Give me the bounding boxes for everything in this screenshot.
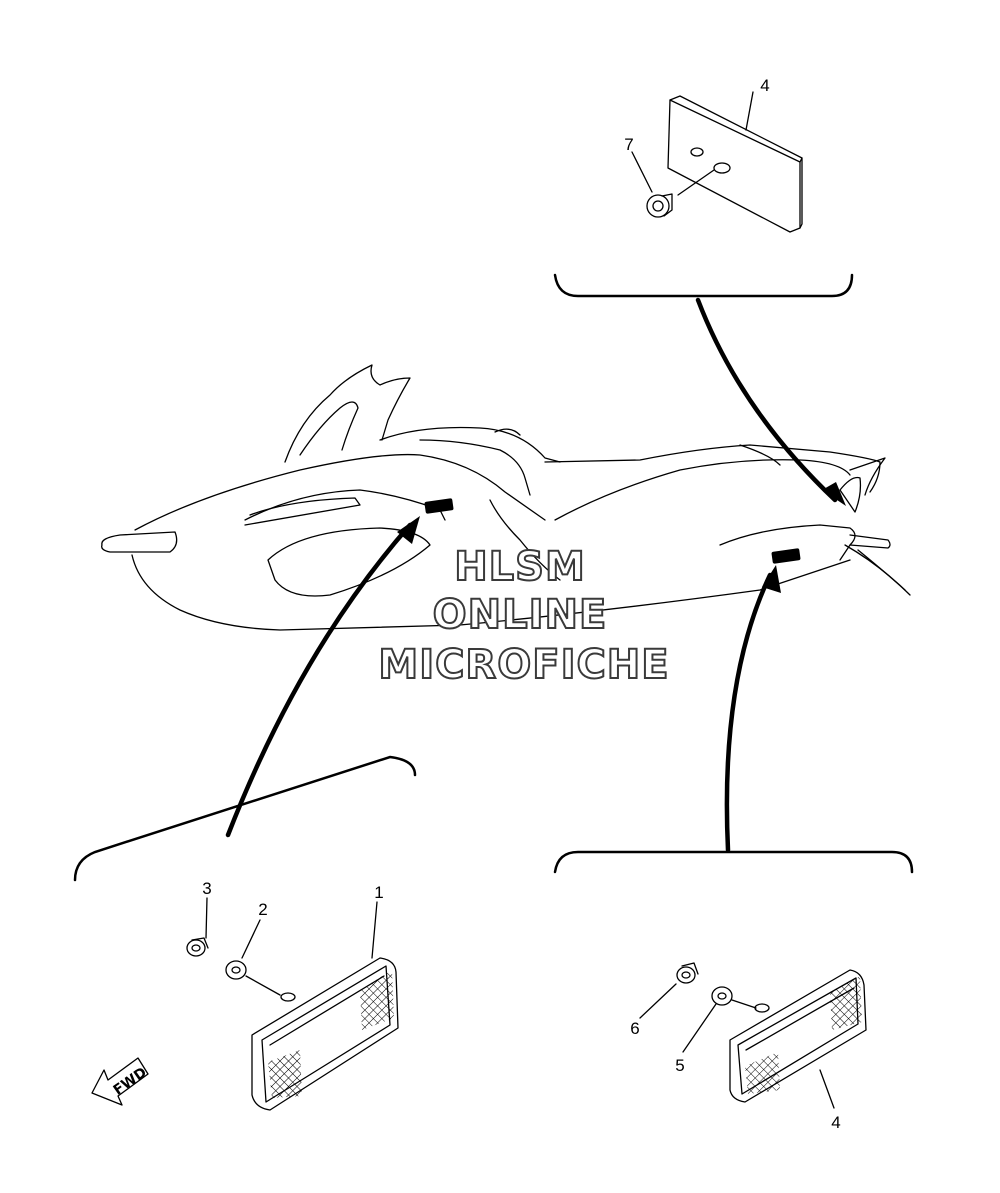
- rear-pointer-arrowhead: [822, 482, 846, 506]
- watermark: HLSM ONLINE MICROFICHE: [377, 543, 669, 689]
- left-pointer-line: [225, 522, 413, 838]
- nut-3: [186, 937, 209, 957]
- callout-7: 7: [624, 135, 633, 154]
- reflector-1: [251, 957, 399, 1111]
- callout-4-top: 4: [760, 76, 769, 95]
- fwd-label: FWD: [111, 1064, 150, 1098]
- stud-line-left: [245, 975, 281, 996]
- leader-1: [371, 901, 378, 959]
- rear-pointer-line: [695, 297, 838, 503]
- reflector-4-bottom: [729, 969, 867, 1103]
- callout-6: 6: [630, 1019, 639, 1038]
- left-detail-bracket: [73, 755, 417, 882]
- rear-detail-bracket: [553, 273, 854, 298]
- callout-3: 3: [202, 879, 211, 898]
- leader-2: [241, 919, 261, 959]
- callout-1: 1: [374, 883, 383, 902]
- washer-5: [711, 986, 733, 1006]
- snowmobile-outline: [101, 364, 911, 631]
- right-pointer-line: [724, 572, 773, 853]
- stud-line-right: [731, 999, 757, 1009]
- watermark-line-1: HLSM: [454, 544, 586, 590]
- watermark-line-2: ONLINE: [433, 592, 608, 638]
- side-reflector-mark-right: [771, 548, 801, 564]
- right-detail-bracket: [553, 850, 914, 874]
- left-pointer-arrowhead: [397, 516, 420, 544]
- callout-4-bottom: 4: [831, 1113, 840, 1132]
- leader-6: [639, 983, 677, 1019]
- side-reflector-mark-left: [424, 498, 454, 514]
- washer-2: [225, 960, 247, 980]
- nut-6: [676, 962, 699, 984]
- leader-4-top: [745, 91, 754, 131]
- right-pointer-arrowhead: [762, 565, 781, 593]
- rear-detail-group: [553, 91, 854, 506]
- callout-2: 2: [258, 900, 267, 919]
- leader-3: [205, 897, 208, 939]
- callout-5: 5: [675, 1056, 684, 1075]
- leader-7: [631, 151, 653, 193]
- watermark-line-3: MICROFICHE: [378, 642, 669, 688]
- leader-4-bottom: [819, 1069, 835, 1109]
- leader-5: [682, 1003, 717, 1053]
- rear-reflector: [667, 95, 803, 233]
- fwd-arrow-icon: FWD: [91, 1057, 150, 1106]
- nut-7: [646, 193, 673, 218]
- left-detail-group: FWD: [73, 755, 417, 1111]
- right-detail-group: [553, 850, 914, 1109]
